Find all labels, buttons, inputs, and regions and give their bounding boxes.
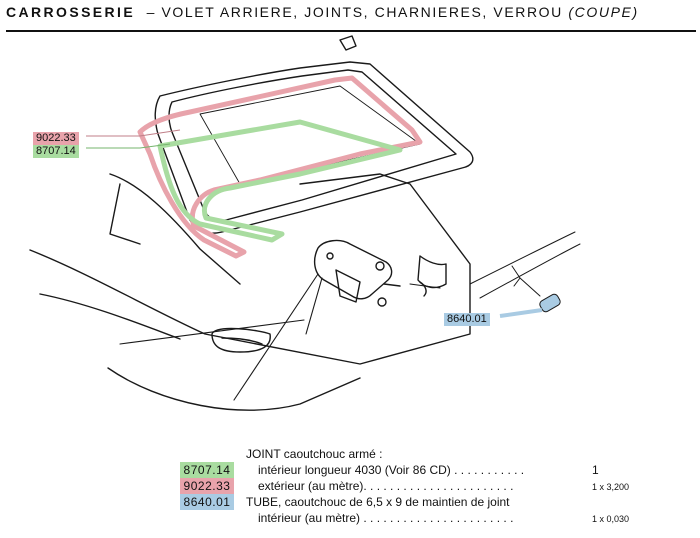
- exploded-view-drawing: [29, 35, 581, 411]
- legend-quantity: 1 x 0,030: [592, 514, 630, 524]
- legend-description: intérieur (au mètre) . . . . . . . . . .…: [258, 511, 514, 525]
- legend-quantity: 1: [592, 463, 599, 477]
- inner-seal-outline: [157, 119, 403, 243]
- legend-row: 9022.33 extérieur (au mètre). . . . . . …: [180, 478, 690, 494]
- legend-row: 8640.01 TUBE, caoutchouc de 6,5 x 9 de m…: [180, 494, 690, 510]
- section-variant: (COUPE): [568, 4, 639, 20]
- car-body-outline: [29, 173, 471, 365]
- tailgate-frame: [154, 61, 474, 234]
- outer-seal-outline: [137, 75, 423, 259]
- legend-description: extérieur (au mètre). . . . . . . . . . …: [258, 479, 514, 493]
- callout-8640-01: 8640.01: [444, 313, 490, 326]
- parts-legend: JOINT caoutchouc armé : 8707.14 intérieu…: [180, 446, 690, 526]
- legend-quantity: 1 x 3,200: [592, 482, 630, 492]
- legend-code: 8640.01: [180, 494, 234, 510]
- section-title: CARROSSERIE: [6, 4, 136, 20]
- legend-code: 8707.14: [180, 462, 234, 478]
- legend-description: TUBE, caoutchouc de 6,5 x 9 de maintien …: [246, 495, 510, 509]
- legend-code: 9022.33: [180, 478, 234, 494]
- legend-title: JOINT caoutchouc armé :: [246, 447, 383, 461]
- callout-8707-14: 8707.14: [33, 145, 79, 158]
- legend-title-row: JOINT caoutchouc armé :: [180, 446, 690, 462]
- legend-row: intérieur (au mètre) . . . . . . . . . .…: [180, 510, 690, 526]
- callout-9022-33: 9022.33: [33, 132, 79, 145]
- rear-lamp: [211, 327, 271, 353]
- legend-description: intérieur longueur 4030 (Voir 86 CD) . .…: [258, 463, 525, 477]
- tube-part: [499, 293, 561, 318]
- page-header: CARROSSERIE – VOLET ARRIERE, JOINTS, CHA…: [6, 4, 696, 32]
- lock-assembly: [313, 239, 427, 307]
- legend-row: 8707.14 intérieur longueur 4030 (Voir 86…: [180, 462, 690, 478]
- section-subject: – VOLET ARRIERE, JOINTS, CHARNIERES, VER…: [146, 4, 563, 20]
